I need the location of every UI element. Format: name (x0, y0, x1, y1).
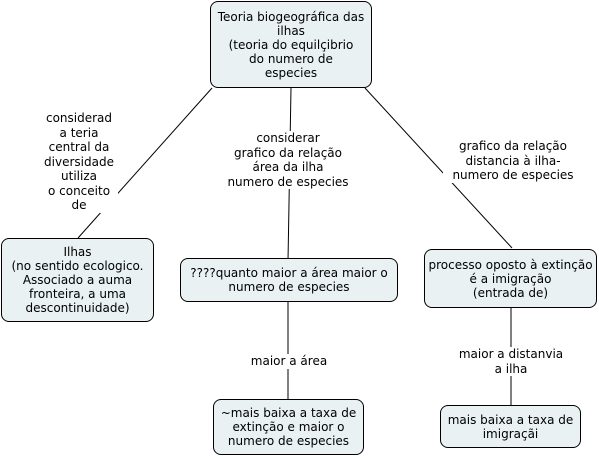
link-label-maior-distancia: maior a distanvia a ilha (451, 347, 571, 376)
link-label-grafico: grafico da relação distancia à ilha- num… (443, 139, 583, 183)
line-root-to-processo (364, 87, 513, 249)
link-label-considerada: considerad a teria central da diversidad… (40, 111, 118, 213)
node-root-text: Teoria biogeográfica das ilhas (teoria d… (217, 9, 365, 80)
node-ilhas[interactable]: Ilhas (no sentido ecologico. Associado a… (1, 238, 154, 322)
node-area[interactable]: ????quanto maior a área maior o numero d… (180, 258, 398, 302)
node-area-text: ????quanto maior a área maior o numero d… (190, 266, 388, 294)
node-extincao[interactable]: ~mais baixa a taxa de extinção e maior o… (213, 399, 364, 455)
node-extincao-text: ~mais baixa a taxa de extinção e maior o… (220, 406, 357, 448)
node-root[interactable]: Teoria biogeográfica das ilhas (teoria d… (210, 1, 372, 88)
node-imigracao[interactable]: mais baixa a taxa de imigraçãi (440, 405, 581, 448)
link-label-considerar: considerar grafico da relação área da il… (222, 131, 354, 189)
node-imigracao-text: mais baixa a taxa de imigraçãi (447, 412, 574, 441)
link-label-maior-area: maior a área (244, 354, 334, 369)
line-root-to-ilhas (77, 87, 213, 239)
node-processo-text: processo oposto à extinção é a imigração… (428, 257, 593, 300)
node-processo[interactable]: processo oposto à extinção é a imigração… (424, 249, 597, 308)
node-ilhas-text: Ilhas (no sentido ecologico. Associado a… (11, 245, 144, 315)
